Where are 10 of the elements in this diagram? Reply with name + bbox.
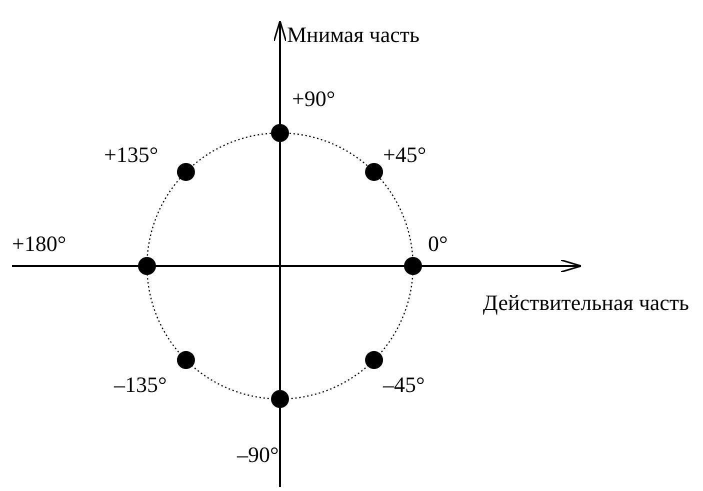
phase-label: +45° xyxy=(383,142,426,168)
phase-label: +180° xyxy=(12,231,66,257)
phase-label: –135° xyxy=(114,372,167,398)
phase-label: +90° xyxy=(292,86,336,112)
phase-label: +135° xyxy=(104,142,158,168)
phase-label: 0° xyxy=(428,231,448,257)
phase-label: –45° xyxy=(383,372,425,398)
axis-label: Мнимая часть xyxy=(287,22,420,48)
phase-label: –90° xyxy=(237,442,279,468)
axis-label: Действительная часть xyxy=(482,290,690,316)
